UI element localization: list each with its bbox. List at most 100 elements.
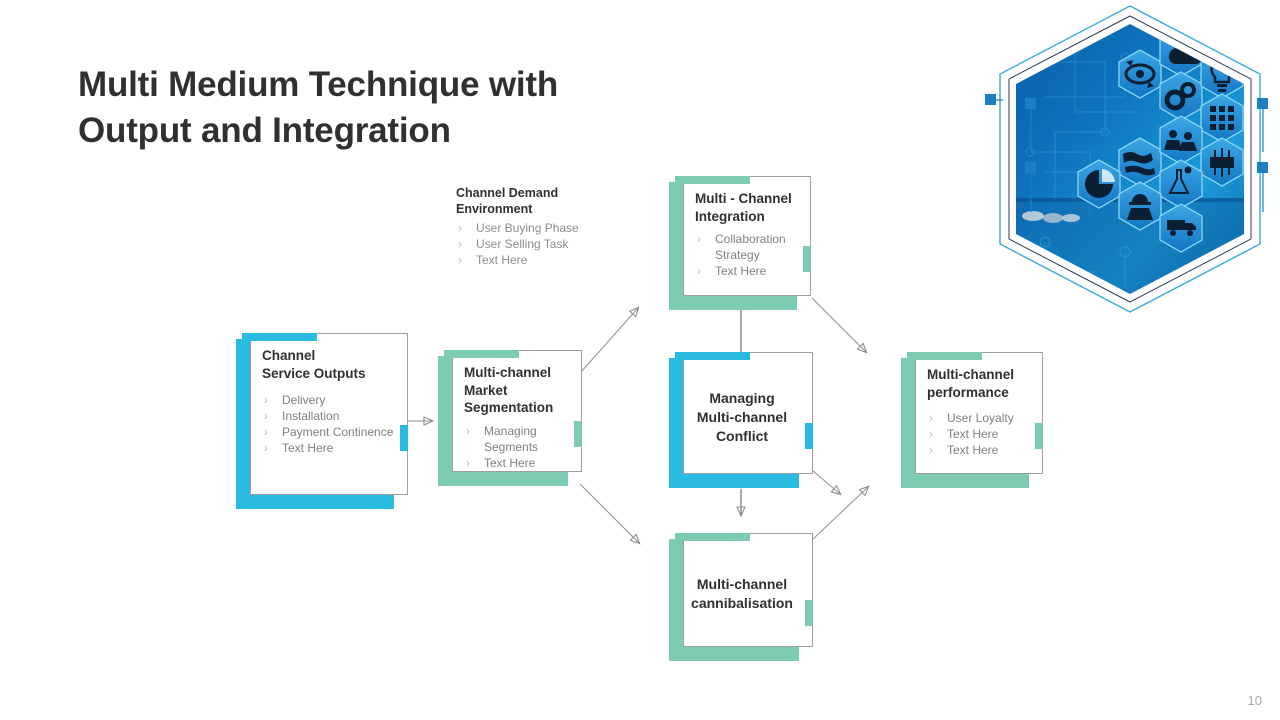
list-item: › Payment Continence — [262, 424, 394, 440]
list-item-label: Text Here — [947, 427, 999, 441]
card-top-accent-bar — [675, 533, 750, 541]
hexagon-image-fill — [1016, 24, 1244, 294]
chevron-right-icon: › — [264, 409, 268, 423]
card-bullet-list: › Managing Segments › Text Here — [464, 423, 568, 471]
card-top-accent-bar — [444, 350, 519, 358]
card-bottom-accent-bar — [669, 474, 799, 488]
card-heading-line-2: Multi-channel — [696, 408, 788, 425]
chevron-right-icon: › — [458, 253, 462, 267]
page-title-line-2: Output and Integration — [78, 111, 451, 150]
refresh-cycle-icon — [1124, 60, 1156, 88]
list-item: ›User Buying Phase — [456, 220, 636, 236]
card-body: Multi-channel Market Segmentation › Manag… — [464, 364, 568, 470]
card-multichannel-performance[interactable]: Multi-channel performance ›User Loyalty … — [901, 352, 1043, 488]
hexagon-inner-outline — [1008, 15, 1252, 303]
channel-demand-heading: Channel Demand Environment — [456, 185, 636, 217]
card-thin-outline — [683, 533, 813, 647]
list-item: › User Selling Task — [456, 236, 636, 252]
channel-demand-environment-block: Channel Demand Environment ›User Buying … — [456, 185, 636, 268]
calculator-grid-icon — [1210, 106, 1234, 130]
channel-demand-bullet-list: ›User Buying Phase › User Selling Task › T… — [456, 220, 636, 268]
hexagon-bracket-lines — [991, 99, 1264, 212]
card-heading: Multi-channel Market Segmentation — [464, 364, 568, 417]
card-bullet-list: ›User Loyalty ›Text Here ›Text Here — [927, 410, 1029, 458]
card-heading-line-2: cannibalisation — [691, 595, 793, 611]
card-heading-line-1: Channel — [262, 348, 316, 363]
arrow-conflict-to-performance — [811, 469, 842, 496]
list-item: ›Collaboration Strategy — [695, 231, 797, 263]
card-heading-line-3: Conflict — [715, 427, 769, 444]
card-left-accent-bar — [236, 339, 250, 509]
hexagon-corner-handles — [985, 94, 1268, 173]
card-heading: Multi - Channel Integration — [695, 190, 797, 225]
card-multichannel-integration[interactable]: Multi - Channel Integration ›Collaborati… — [669, 176, 811, 310]
card-heading: Channel Service Outputs — [262, 347, 394, 382]
list-item: › Text Here — [262, 440, 394, 456]
chevron-right-icon: › — [697, 232, 701, 246]
card-bottom-accent-bar — [438, 472, 568, 486]
chevron-right-icon: › — [458, 237, 462, 251]
list-item: ›Text Here — [695, 263, 797, 279]
chevron-right-icon: › — [929, 443, 933, 457]
card-multichannel-cannibalisation[interactable]: Multi-channel cannibalisation — [669, 533, 813, 661]
channel-demand-heading-line-1: Channel Demand — [456, 186, 559, 200]
arrow-market-to-cannibalisation — [579, 483, 641, 545]
page-title: Multi Medium Technique with Output and I… — [78, 62, 698, 154]
hexagon-outer-outline — [999, 5, 1261, 313]
card-body: Multi - Channel Integration ›Collaborati… — [695, 190, 797, 288]
list-item-label: Managing Segments — [484, 423, 539, 454]
card-left-accent-bar — [669, 182, 683, 310]
card-body: Channel Service Outputs ›Delivery ›Insta… — [262, 347, 394, 487]
card-heading-line-2: Market — [464, 382, 508, 398]
list-item-label: Text Here — [484, 455, 536, 470]
card-heading-line-1: Managing — [709, 389, 775, 406]
truck-icon — [1167, 220, 1196, 236]
card-heading-line-1: Multi-channel — [696, 576, 788, 592]
chevron-right-icon: › — [458, 221, 462, 235]
list-item-label: Delivery — [282, 393, 326, 407]
globe-map-icon — [1123, 152, 1155, 176]
arrow-market-to-integration — [580, 306, 640, 373]
list-item-label: User Selling Task — [476, 237, 569, 251]
card-heading: Managing Multi-channel Conflict — [697, 389, 787, 446]
list-item: ›Delivery — [262, 392, 394, 408]
worker-helmet-icon — [1127, 194, 1153, 220]
chevron-right-icon: › — [264, 441, 268, 455]
card-top-accent-bar — [675, 352, 750, 360]
card-heading-line-2: Integration — [695, 208, 765, 224]
chevron-right-icon: › — [929, 411, 933, 425]
list-item-label: Text Here — [476, 253, 528, 267]
card-bottom-accent-bar — [669, 647, 799, 661]
list-item: ›Text Here — [927, 442, 1029, 458]
card-thin-outline — [452, 350, 582, 472]
chevron-right-icon: › — [466, 423, 470, 438]
card-left-accent-bar — [669, 539, 683, 661]
chevron-right-icon: › — [466, 455, 470, 470]
pie-chart-icon — [1085, 169, 1115, 198]
list-item-label: User Loyalty — [947, 411, 1014, 425]
chevron-right-icon: › — [929, 427, 933, 441]
card-heading: Multi-channel performance — [927, 366, 1029, 401]
card-top-accent-bar — [675, 176, 750, 184]
card-body: Multi-channel cannibalisation — [689, 547, 795, 641]
list-item-label: Text Here — [282, 441, 334, 455]
card-left-accent-bar — [438, 356, 452, 486]
list-item-label: Payment Continence — [282, 425, 394, 439]
card-managing-multichannel-conflict[interactable]: Managing Multi-channel Conflict — [669, 352, 813, 488]
card-thin-outline — [683, 176, 811, 296]
gears-icon — [1164, 82, 1196, 111]
card-top-accent-bar — [907, 352, 982, 360]
card-heading-line-1: Multi-channel — [927, 367, 1014, 382]
card-right-accent-bar — [805, 599, 813, 626]
card-channel-service-outputs[interactable]: Channel Service Outputs ›Delivery ›Insta… — [236, 333, 408, 509]
list-item: › Text Here — [456, 252, 636, 268]
hexagon-graphic-svg — [985, 5, 1268, 313]
card-multichannel-market-segmentation[interactable]: Multi-channel Market Segmentation › Manag… — [438, 350, 582, 486]
card-bottom-accent-bar — [901, 474, 1029, 488]
chemistry-flask-icon — [1168, 166, 1192, 194]
card-bottom-accent-bar — [669, 296, 797, 310]
card-left-accent-bar — [901, 358, 915, 488]
chevron-right-icon: › — [264, 425, 268, 439]
card-body: Managing Multi-channel Conflict — [689, 366, 795, 468]
